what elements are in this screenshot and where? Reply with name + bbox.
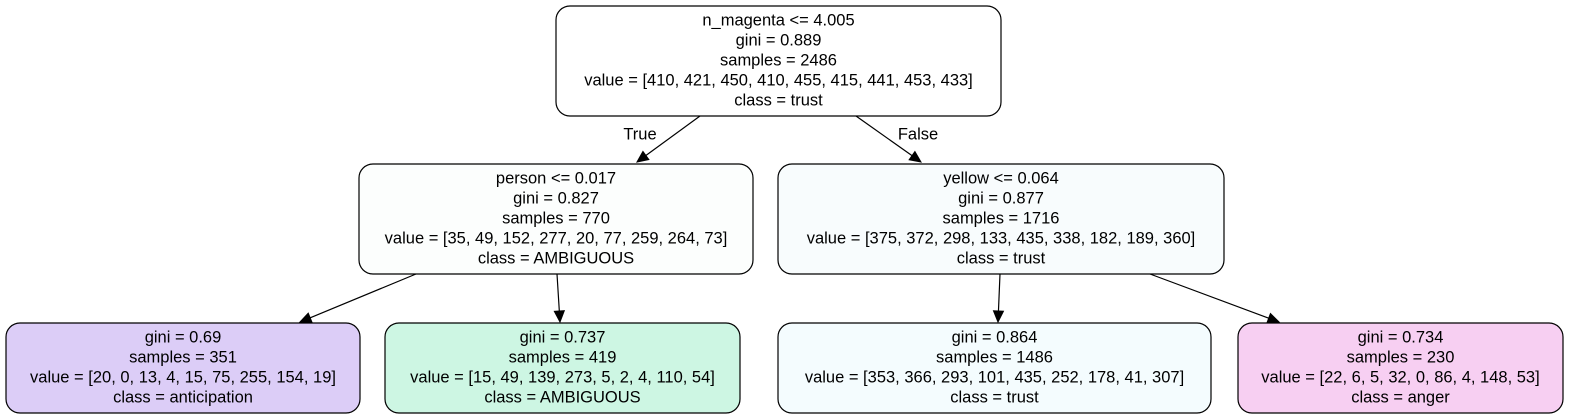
node-line: value = [410, 421, 450, 410, 455, 415, 4… <box>584 71 973 89</box>
edge-root-to-right: False <box>855 115 938 163</box>
node-line: samples = 2486 <box>720 51 837 69</box>
node-line: gini = 0.734 <box>1358 328 1444 346</box>
node-line: gini = 0.737 <box>520 328 606 346</box>
node-line: samples = 419 <box>509 348 617 366</box>
node-box <box>777 163 1225 275</box>
node-line: gini = 0.877 <box>958 189 1044 207</box>
node-line: samples = 770 <box>502 209 610 227</box>
node-line: samples = 351 <box>129 348 237 366</box>
node-box <box>555 5 1002 117</box>
nodes-layer: n_magenta <= 4.005 gini = 0.889 samples = … <box>5 5 1564 414</box>
arrow-head <box>992 310 1005 324</box>
node-line: samples = 230 <box>1347 348 1455 366</box>
node-line: value = [22, 6, 5, 32, 0, 86, 4, 148, 53… <box>1261 368 1539 386</box>
tree-node-right-left: gini = 0.864 samples = 1486 value = [353, … <box>777 322 1212 414</box>
node-line: value = [375, 372, 298, 133, 435, 338, 1… <box>807 229 1196 247</box>
edge-line <box>997 273 1001 312</box>
node-line: gini = 0.864 <box>952 328 1038 346</box>
tree-node-left-right: gini = 0.737 samples = 419 value = [15, 49… <box>384 322 741 414</box>
node-line: value = [20, 0, 13, 4, 15, 75, 255, 154,… <box>30 368 336 386</box>
edge-line <box>855 115 913 157</box>
edge-root-to-left: True <box>623 115 701 163</box>
edge-label-false: False <box>898 125 938 143</box>
edge-line <box>556 273 560 312</box>
tree-node-left-left: gini = 0.69 samples = 351 value = [20, 0, … <box>5 322 361 414</box>
arrow-head <box>553 310 566 324</box>
node-line: samples = 1716 <box>943 209 1060 227</box>
node-line: value = [353, 366, 293, 101, 435, 252, 1… <box>805 368 1184 386</box>
node-box <box>358 163 754 275</box>
node-line: class = trust <box>734 91 823 109</box>
node-box <box>777 322 1212 414</box>
node-line: yellow <= 0.064 <box>943 169 1059 187</box>
edge-line <box>645 115 701 156</box>
edges-layer: True False <box>298 115 1281 324</box>
tree-node-root: n_magenta <= 4.005 gini = 0.889 samples = … <box>555 5 1002 117</box>
node-line: value = [15, 49, 139, 273, 5, 2, 4, 110,… <box>410 368 715 386</box>
node-line: class = trust <box>950 388 1039 406</box>
edge-label-true: True <box>623 125 656 143</box>
arrow-head <box>1266 312 1281 324</box>
arrow-head <box>908 150 922 163</box>
edge-left-to-left-right <box>553 273 566 324</box>
node-line: gini = 0.889 <box>736 31 822 49</box>
node-line: n_magenta <= 4.005 <box>702 11 854 29</box>
node-box <box>1237 322 1564 414</box>
node-line: class = trust <box>957 249 1046 267</box>
node-line: class = anger <box>1351 388 1450 406</box>
node-line: class = anticipation <box>113 388 253 406</box>
edge-line <box>1149 273 1269 319</box>
node-line: value = [35, 49, 152, 277, 20, 77, 259, … <box>385 229 728 247</box>
arrow-head <box>636 150 650 163</box>
node-line: class = AMBIGUOUS <box>478 249 634 267</box>
node-box <box>384 322 741 414</box>
arrow-head <box>298 312 313 323</box>
tree-node-right: yellow <= 0.064 gini = 0.877 samples = 171… <box>777 163 1225 275</box>
node-line: samples = 1486 <box>936 348 1053 366</box>
node-line: gini = 0.827 <box>513 189 599 207</box>
node-line: class = AMBIGUOUS <box>484 388 640 406</box>
node-line: gini = 0.69 <box>145 328 222 346</box>
edge-right-to-right-right <box>1149 273 1281 324</box>
tree-node-left: person <= 0.017 gini = 0.827 samples = 770… <box>358 163 754 275</box>
tree-node-right-right: gini = 0.734 samples = 230 value = [22, 6,… <box>1237 322 1564 414</box>
node-line: person <= 0.017 <box>496 169 616 187</box>
edge-line <box>309 273 417 319</box>
node-box <box>5 322 361 414</box>
edge-right-to-right-left <box>992 273 1005 324</box>
edge-left-to-left-left <box>298 273 417 323</box>
